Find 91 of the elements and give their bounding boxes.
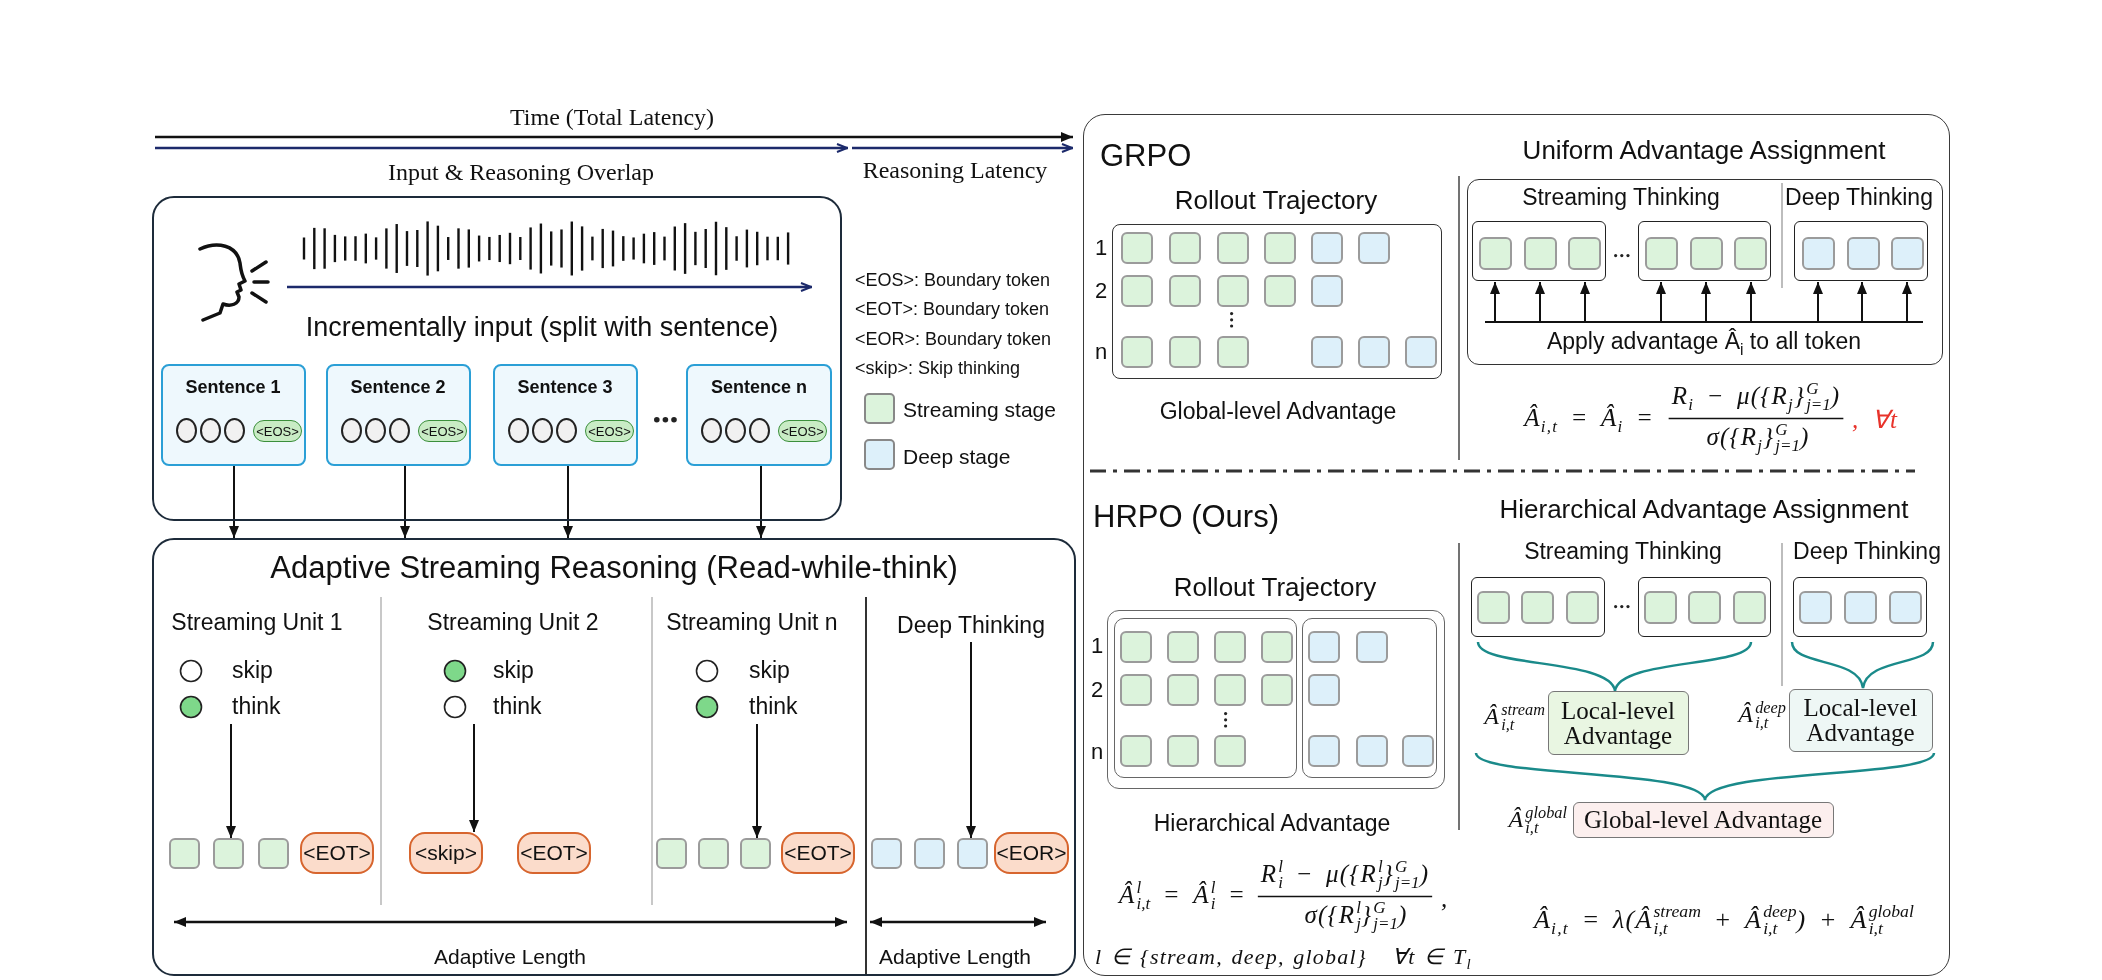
- sentence-card: [686, 364, 832, 466]
- arrow: [469, 723, 479, 833]
- arrow: [1701, 281, 1711, 323]
- arrow: [752, 723, 762, 839]
- sentence-title: Sentence 1: [185, 377, 281, 399]
- token-pill: <EOT>: [300, 832, 374, 874]
- arrow: [400, 465, 410, 539]
- column-heading: Streaming Unit 2: [427, 609, 599, 637]
- option-label: think: [749, 693, 798, 721]
- arrow: [229, 465, 239, 539]
- frame-heading: Rollout Trajectory: [1173, 572, 1377, 604]
- frame-caption: Global-level Advantage: [1159, 398, 1397, 426]
- token-pill: <skip>: [409, 832, 483, 874]
- timeline-label: Reasoning Latency: [862, 155, 1048, 185]
- column-heading: Deep Thinking: [1793, 538, 1941, 566]
- formula: Â$_{i,t}$ = Â$_{i}$ =: [1524, 403, 1654, 433]
- sentence-title: Sentence 3: [517, 377, 613, 399]
- timeline-label: Time (Total Latency): [510, 102, 714, 132]
- advantage-card: Global-level Advantage: [1572, 801, 1834, 838]
- formula: ∀t ∈ T$_{l}$: [1392, 943, 1472, 971]
- column-heading: Streaming Thinking: [1522, 184, 1720, 212]
- token-pill: <EOS>: [778, 420, 827, 442]
- sentence-card: [161, 364, 306, 466]
- token-pill: <EOS>: [418, 420, 467, 442]
- arrow: [1580, 281, 1590, 323]
- row-number: n: [1090, 738, 1104, 766]
- sentence-title: Sentence 2: [350, 377, 446, 399]
- section-heading: Hierarchical Advantage Assignment: [1499, 494, 1909, 526]
- formula: σ({R$_{j}$}$^{G}$$_{j=1}$): [1706, 421, 1810, 455]
- reasoning-panel: [152, 538, 1076, 976]
- token-key-text: <EOS>: Boundary token: [855, 270, 1051, 292]
- input-panel: [152, 196, 842, 521]
- arrow: [756, 465, 766, 539]
- formula: σ({R$^{l}$$_{j}$}$^{G}$$_{j=1}$): [1304, 899, 1408, 933]
- dimension-label: Adaptive Length: [434, 944, 586, 970]
- token-pill: <EOT>: [781, 832, 855, 874]
- panel-title: Adaptive Streaming Reasoning (Read-while-think): [270, 549, 958, 587]
- advantage-card: Local-level Advantage: [1788, 688, 1933, 752]
- option-label: skip: [493, 657, 534, 685]
- row-number: 2: [1094, 277, 1108, 305]
- dimension-label: Adaptive Length: [879, 944, 1031, 970]
- legend-label: Deep stage: [903, 444, 1011, 470]
- arrow: [1746, 281, 1756, 323]
- frame-heading: Uniform Advantage Assignment: [1522, 135, 1886, 167]
- frame-caption: Hierarchical Advantage: [1153, 810, 1391, 838]
- option-label: think: [232, 693, 281, 721]
- token-key-text: <EOT>: Boundary token: [855, 299, 1050, 321]
- token-pill: <EOS>: [253, 420, 302, 442]
- sentence-title: Sentence n: [711, 377, 807, 399]
- option-label: skip: [749, 657, 790, 685]
- sentence-card: [326, 364, 471, 466]
- formula: l ∈ {stream, deep, global}: [1095, 943, 1367, 971]
- token-pill: <EOR>: [994, 832, 1069, 874]
- section-heading: HRPO (Ours): [1093, 498, 1279, 536]
- option-label: skip: [232, 657, 273, 685]
- arrow: [1656, 281, 1666, 323]
- option-label: think: [493, 693, 542, 721]
- timeline-label: Input & Reasoning Overlap: [388, 157, 654, 187]
- arrow: [563, 465, 573, 539]
- row-number: n: [1094, 338, 1108, 366]
- legend-label: Streaming stage: [903, 397, 1056, 423]
- section-heading: GRPO: [1100, 137, 1192, 175]
- row-number: 1: [1090, 632, 1104, 660]
- arrow: [1813, 281, 1823, 323]
- formula: , ∀t: [1852, 405, 1899, 435]
- formula: R$^{l}$$_{i}$ − μ({R$^{l}$$_{j}$}$^{G}$$_{j=1}$): [1260, 858, 1430, 892]
- arrow: [1857, 281, 1867, 323]
- token-key-text: <EOR>: Boundary token: [855, 329, 1052, 351]
- column-heading: Streaming Unit n: [666, 609, 838, 637]
- formula: R$_{i}$ − μ({R$_{j}$}$^{G}$$_{j=1}$): [1671, 380, 1841, 414]
- arrow: [1535, 281, 1545, 323]
- column-heading: Streaming Thinking: [1524, 538, 1722, 566]
- token-key-text: <skip>: Skip thinking: [855, 358, 1021, 380]
- sentence-card: [493, 364, 638, 466]
- token-pill: <EOT>: [517, 832, 591, 874]
- formula: ,: [1441, 884, 1449, 914]
- column-heading: Deep Thinking: [886, 608, 1056, 642]
- token-pill: <EOS>: [585, 420, 634, 442]
- advantage-baseline: Apply advantage Â$_{i}$ to all token: [1485, 321, 1923, 359]
- frame-heading: Rollout Trajectory: [1174, 185, 1378, 217]
- arrow: [1490, 281, 1500, 323]
- advantage-card: Local-level Advantage: [1547, 690, 1689, 755]
- arrow: [1902, 281, 1912, 323]
- arrow: [226, 723, 236, 839]
- row-number: 1: [1094, 234, 1108, 262]
- row-number: 2: [1090, 676, 1104, 704]
- formula: Â$^{l}$$_{i,t}$ = Â$^{l}$$_{i}$ =: [1119, 879, 1246, 913]
- column-heading: Streaming Unit 1: [171, 609, 343, 637]
- column-heading: Deep Thinking: [1785, 184, 1933, 212]
- arrow: [966, 641, 976, 839]
- panel-caption: Incrementally input (split with sentence): [305, 310, 779, 344]
